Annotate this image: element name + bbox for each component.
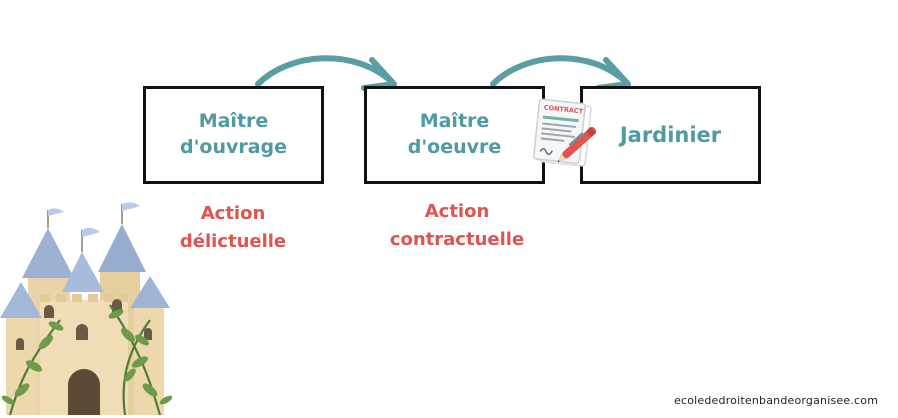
node-label: Maître d'ouvrage [179,110,288,158]
castle-illustration-icon [0,202,173,416]
arrow-ouvrage-to-oeuvre [255,55,395,87]
node-label: Maître d'oeuvre [407,110,502,158]
node-label: Jardinier [619,122,722,147]
relation-label-contractuelle: Action contractuelle [389,201,525,250]
node-jardinier: Jardinier [580,86,761,184]
node-maitre-oeuvre: Maître d'oeuvre [364,86,545,184]
relation-label-delictuelle: Action délictuelle [179,203,287,252]
node-maitre-ouvrage: Maître d'ouvrage [143,86,324,184]
contract-document-pen-icon: CONTRACT [532,98,597,167]
arrow-oeuvre-to-jardinier [490,55,629,87]
footer-website: ecolededroitenbandeorganisee.com [674,394,879,407]
